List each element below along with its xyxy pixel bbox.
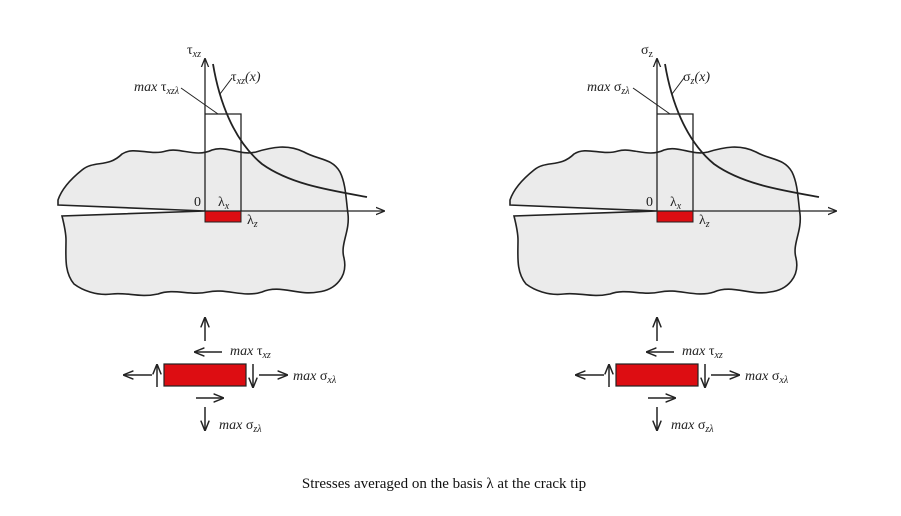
max-label: max τxzλ — [134, 80, 180, 97]
lambda-z-label: λz — [247, 213, 258, 230]
stress-sigz-label: max σzλ — [671, 418, 714, 435]
y-axis-label: τxz — [187, 43, 201, 60]
origin-label: 0 — [194, 195, 201, 210]
lambda-element — [656, 210, 694, 223]
curve-label: σz(x) — [683, 70, 710, 87]
figure-caption: Stresses averaged on the basis λ at the … — [302, 476, 586, 492]
origin-label: 0 — [646, 195, 653, 210]
lambda-x-label: λx — [218, 195, 230, 212]
curve-leader-line — [671, 77, 685, 95]
lambda-z-label: λz — [699, 213, 710, 230]
solid-body — [509, 146, 802, 297]
averaged-stress-block — [657, 113, 694, 211]
lambda-element — [204, 210, 242, 223]
stress-tau-label: max τxz — [682, 344, 723, 361]
solid-body — [57, 146, 350, 297]
max-leader-line — [180, 87, 219, 115]
stress-sigx-label: max σxλ — [293, 369, 337, 386]
max-leader-line — [632, 87, 671, 115]
stress-tau-label: max τxz — [230, 344, 271, 361]
stress-element-block — [615, 363, 699, 387]
stress-element: max τxz max σxλ max σzλ — [124, 318, 337, 435]
max-label: max σzλ — [587, 80, 630, 97]
curve-label: τxz(x) — [231, 70, 261, 87]
stress-element-block — [163, 363, 247, 387]
panel-tau: τxz τxz(x) max τxzλ 0 λx λz max τxz max … — [57, 43, 384, 435]
curve-leader-line — [219, 77, 233, 95]
averaged-stress-block — [205, 113, 242, 211]
stress-curve — [212, 63, 368, 198]
lambda-x-label: λx — [670, 195, 682, 212]
stress-sigz-label: max σzλ — [219, 418, 262, 435]
stress-element: max τxz max σxλ max σzλ — [576, 318, 789, 435]
stress-curve — [664, 63, 820, 198]
y-axis-label: σz — [641, 43, 654, 60]
panel-sigma: σz σz(x) max σzλ 0 λx λz max τxz max σxλ… — [509, 43, 836, 435]
stress-sigx-label: max σxλ — [745, 369, 789, 386]
